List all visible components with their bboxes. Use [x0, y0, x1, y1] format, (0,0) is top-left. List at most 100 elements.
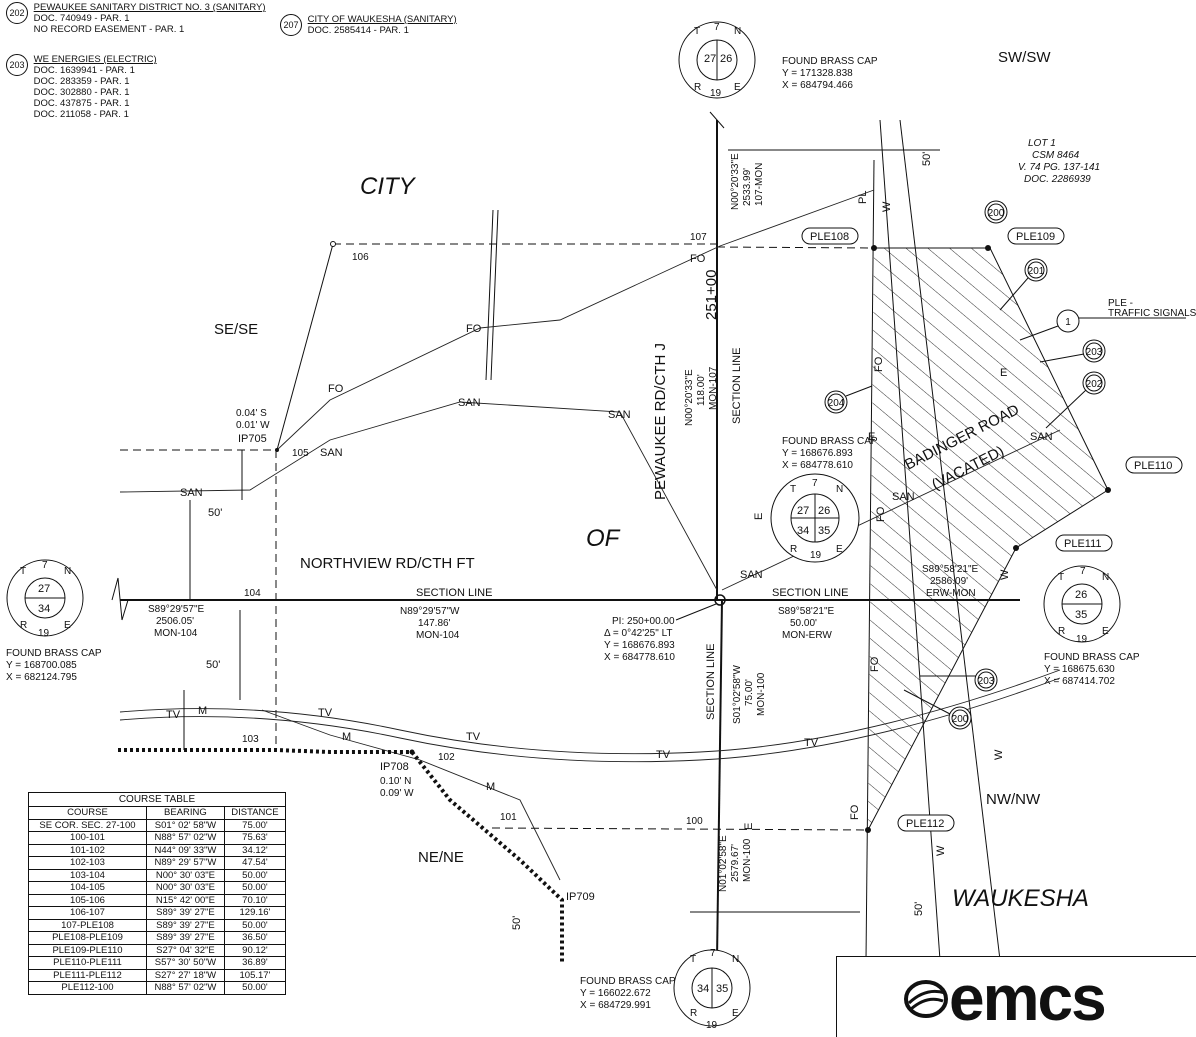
dim-50-2: 50': [206, 659, 220, 671]
cell-bearing: N88° 57' 02"W: [145, 831, 225, 845]
cell-bearing: N89° 29' 57"W: [145, 856, 225, 870]
util-fo-5: FO: [875, 506, 887, 522]
cell-course: 106-107: [28, 906, 147, 920]
circle-tag-200b: 200: [948, 706, 972, 730]
util-fo-1: FO: [690, 253, 706, 265]
svg-text:2533.99': 2533.99': [742, 168, 753, 206]
svg-text:E: E: [734, 82, 741, 93]
svg-text:2579.67': 2579.67': [730, 844, 741, 882]
cell-bearing: N00° 30' 03"E: [145, 881, 225, 895]
svg-text:PLE110: PLE110: [1134, 460, 1172, 472]
svg-text:X = 684729.991: X = 684729.991: [580, 1000, 651, 1011]
cell-course: PLE109-PLE110: [28, 943, 147, 957]
util-e-1: E: [753, 513, 765, 520]
svg-text:203: 203: [978, 676, 995, 687]
svg-text:MON-ERW: MON-ERW: [782, 630, 832, 641]
util-san-5: SAN: [740, 569, 763, 581]
circle-tag-200a: 200: [984, 200, 1008, 224]
cell-distance: 34.12': [223, 843, 287, 857]
svg-text:MON-104: MON-104: [416, 630, 460, 641]
san-line: [119, 401, 718, 591]
ip709-label: IP709: [566, 891, 595, 903]
legend-line: DOC. 2585414 - PAR. 1: [307, 25, 409, 36]
monument-bottom: 34 35 T 7 N R 19 E FOUND BRASS CAP Y = 1…: [580, 948, 751, 1031]
util-pl: PL: [857, 191, 869, 204]
marker-105: [275, 448, 279, 452]
ple112-tag: PLE112: [897, 814, 955, 832]
svg-text:201: 201: [1028, 266, 1045, 277]
cell-distance: 50.00': [223, 918, 287, 932]
svg-text:ERW-MON: ERW-MON: [926, 588, 976, 599]
svg-text:Y = 168675.630: Y = 168675.630: [1044, 664, 1115, 675]
lot-line-2: CSM 8464: [1032, 150, 1080, 161]
legend-text-207: CITY OF WAUKESHA (SANITARY) DOC. 2585414…: [308, 14, 457, 36]
ip708-off-1: 0.10' N: [380, 776, 411, 787]
svg-text:19: 19: [810, 550, 822, 561]
label-section-line-mid: SECTION LINE: [416, 587, 492, 599]
svg-text:R: R: [694, 82, 701, 93]
east-road-line: [865, 159, 875, 961]
leader-202: [1045, 389, 1087, 429]
svg-text:FOUND BRASS CAP: FOUND BRASS CAP: [782, 56, 878, 67]
util-san-4: SAN: [608, 409, 631, 421]
cell-distance: 90.12': [223, 943, 287, 957]
diamond-line: [118, 748, 564, 964]
ip708-off-2: 0.09' W: [380, 788, 414, 799]
leader-201: [999, 277, 1029, 311]
svg-text:N01°02'58"E: N01°02'58"E: [718, 835, 729, 892]
cell-bearing: S89° 39' 27"E: [145, 931, 225, 945]
legend-title-207: CITY OF WAUKESHA (SANITARY): [307, 14, 457, 25]
svg-text:R: R: [20, 620, 27, 631]
cell-course: 103-104: [28, 868, 147, 882]
pi-data: PI: 250+00.00 Δ = 0°42'25" LT Y = 168676…: [604, 616, 675, 663]
svg-text:Y = 166022.672: Y = 166022.672: [580, 988, 651, 999]
ip705-off-2: 0.01' W: [236, 420, 270, 431]
svg-text:E: E: [1102, 626, 1109, 637]
svg-text:Y = 171328.838: Y = 171328.838: [782, 68, 853, 79]
pewaukee-break-top: [709, 111, 725, 129]
bearing-south-long: N01°02'58"E 2579.67' MON-100: [718, 835, 753, 892]
label-city: CITY: [360, 173, 417, 200]
pt-100: 100: [686, 816, 703, 827]
svg-text:FOUND BRASS CAP: FOUND BRASS CAP: [782, 436, 878, 447]
svg-text:R: R: [1058, 626, 1065, 637]
util-e-3: E: [868, 431, 875, 443]
svg-text:7: 7: [714, 22, 720, 33]
track-line: [485, 209, 494, 381]
leader-pi: [675, 603, 717, 621]
svg-text:T: T: [20, 566, 26, 577]
track-line-2: [490, 209, 499, 381]
pt-104: 104: [244, 588, 261, 599]
svg-text:27: 27: [704, 53, 716, 65]
util-san-2: SAN: [320, 447, 343, 459]
svg-text:N: N: [734, 26, 741, 37]
svg-text:50.00': 50.00': [790, 618, 817, 629]
svg-text:X = 684794.466: X = 684794.466: [782, 80, 853, 91]
label-section-line-vert-2: SECTION LINE: [705, 644, 717, 720]
svg-text:35: 35: [716, 983, 728, 995]
lot-label: LOT 1 CSM 8464 V. 74 PG. 137-141 DOC. 22…: [1018, 138, 1100, 185]
m-line: [261, 709, 561, 881]
svg-text:N: N: [732, 954, 739, 965]
cell-bearing: S27° 27' 18"W: [145, 968, 225, 982]
svg-text:E: E: [836, 544, 843, 555]
legend-num-207: 207: [280, 14, 302, 36]
monument-top: 27 26 T 7 N R 19 E FOUND BRASS CAP Y = 1…: [678, 21, 878, 99]
svg-text:34: 34: [697, 983, 709, 995]
line-107-ple108: [716, 246, 875, 249]
label-northview: NORTHVIEW RD/CTH FT: [300, 555, 475, 572]
util-san-1: SAN: [180, 487, 203, 499]
pt-101: 101: [500, 812, 517, 823]
svg-text:N89°29'57"W: N89°29'57"W: [400, 606, 460, 617]
ple109-tag: PLE109: [1007, 227, 1065, 245]
util-fo-3: FO: [328, 383, 344, 395]
cell-distance: 50.00': [223, 981, 287, 995]
pt-106: 106: [352, 252, 369, 263]
svg-text:7: 7: [710, 948, 716, 959]
tv-line-2: [119, 677, 1061, 763]
